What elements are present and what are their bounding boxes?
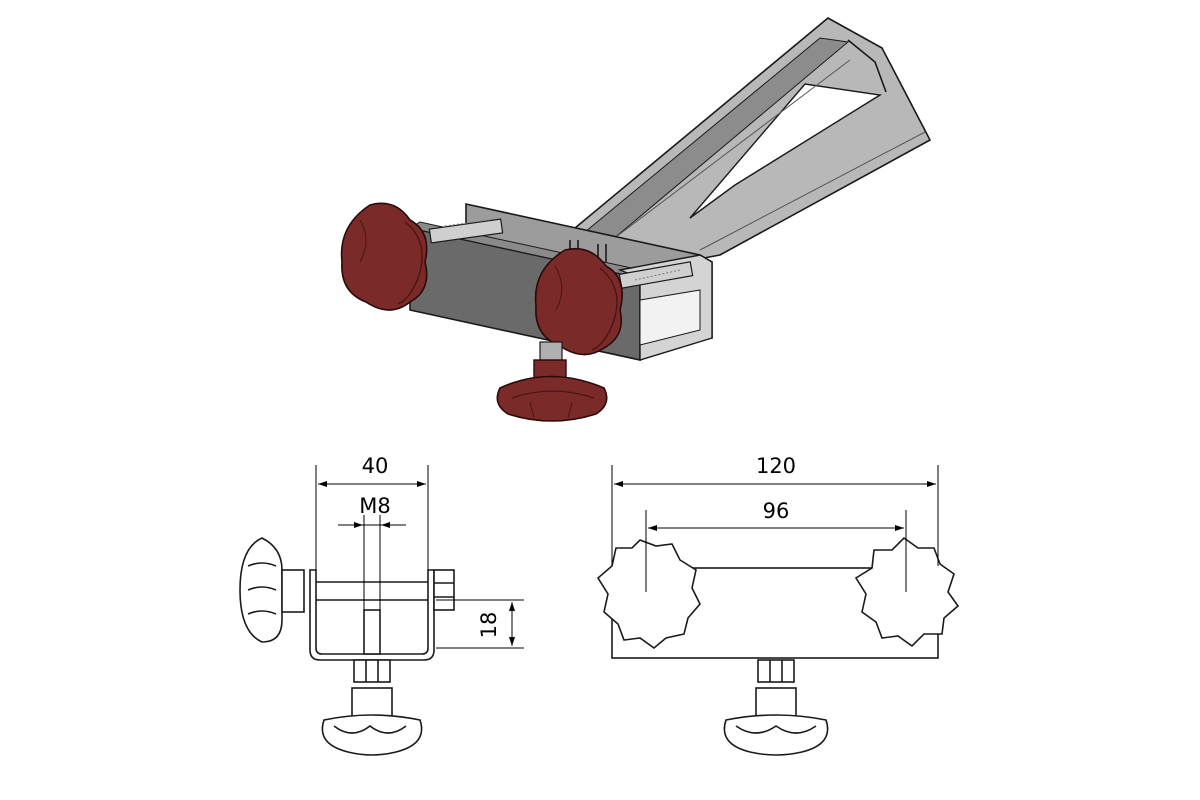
dim-label-18: 18 bbox=[477, 612, 501, 639]
foot-screw bbox=[496, 341, 608, 422]
dim-height-18: 18 bbox=[436, 599, 524, 649]
front-knob-left bbox=[596, 539, 701, 650]
isometric-view bbox=[340, 17, 932, 422]
star-knob-right bbox=[534, 247, 623, 356]
dim-thread-m8: M8 bbox=[338, 494, 406, 610]
dim-label-40: 40 bbox=[362, 454, 389, 478]
dim-label-m8: M8 bbox=[359, 494, 390, 518]
side-foot bbox=[321, 659, 423, 756]
side-view: 40 M8 18 bbox=[239, 454, 524, 756]
front-view: 120 96 bbox=[596, 454, 960, 756]
dim-spacing-96: 96 bbox=[645, 499, 907, 592]
side-bolt-head bbox=[433, 569, 455, 611]
dim-length-120: 120 bbox=[611, 454, 939, 566]
support-arm bbox=[573, 17, 932, 269]
star-knob-left bbox=[340, 202, 428, 311]
side-knob bbox=[239, 537, 305, 643]
dim-label-96: 96 bbox=[763, 499, 790, 523]
front-knob-right bbox=[854, 536, 960, 648]
dim-label-120: 120 bbox=[756, 454, 796, 478]
front-foot bbox=[723, 659, 829, 756]
dim-width-40: 40 bbox=[315, 454, 429, 570]
